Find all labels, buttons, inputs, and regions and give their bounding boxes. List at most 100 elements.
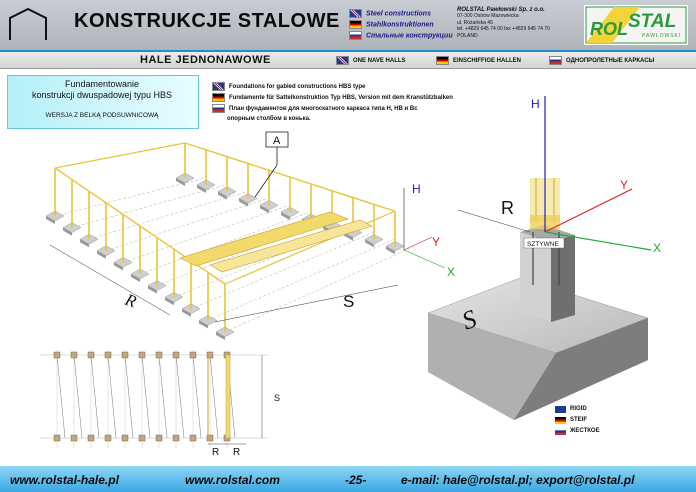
foundation-pad-side: [216, 332, 225, 340]
foundation-pad-side: [281, 212, 290, 221]
plan-foundation: [87, 351, 95, 359]
plan-frame-line: [141, 354, 151, 439]
grid-line: [139, 211, 311, 275]
lang-ru-row: Стальные конструкции: [349, 31, 453, 40]
foundation-pad-side: [260, 205, 269, 214]
logo-sub: PAWŁOWSKI: [642, 33, 681, 39]
grid-line: [105, 198, 269, 251]
detail-label-r: R: [501, 198, 514, 218]
plan-foundation: [53, 434, 61, 442]
iso-label-s: S: [343, 292, 354, 311]
uk-flag-icon: [212, 82, 225, 91]
footer-bar: [0, 466, 696, 492]
logo-yellow-shape: [586, 7, 640, 43]
grid-line: [54, 177, 206, 217]
company-address-1: 07-300 Ostrów Mazowiecka: [457, 13, 519, 20]
sub-en-text: ONE NAVE HALLS: [353, 58, 406, 65]
plan-frame-line: [124, 354, 134, 439]
plan-foundation: [172, 434, 180, 442]
foundation-pad-side: [176, 178, 185, 186]
detail-dim-r: [457, 209, 531, 233]
foundation-pad-side: [148, 285, 157, 294]
iso-label-h: H: [412, 182, 421, 196]
foundation-pad-side: [199, 320, 208, 329]
plan-crane-beam: [225, 354, 231, 439]
foundation-pad-side: [46, 216, 55, 224]
grid-line: [88, 191, 248, 240]
footer-email[interactable]: e-mail: hale@rolstal.pl; export@rolstal.…: [401, 473, 635, 487]
plan-frame-line: [56, 354, 66, 439]
plan-foundation: [121, 351, 129, 359]
desc-de: Fundamente für Sattelkonstruktion Typ HB…: [212, 93, 453, 102]
legend-rigid: RIGID: [570, 406, 587, 412]
foundation-pad-side: [97, 250, 106, 259]
isometric-hall: [45, 142, 416, 340]
grid-line: [207, 239, 395, 321]
de-flag-icon: [436, 56, 449, 65]
legend-zhestkoe: ЖЕСТКОЕ: [570, 428, 600, 434]
plan-frame-line: [175, 354, 185, 439]
desc-de-text: Fundamente für Sattelkonstruktion Typ HB…: [229, 95, 453, 102]
logo-stal: STAL: [628, 11, 676, 32]
eave-beam-back: [184, 142, 396, 212]
plan-foundation: [53, 351, 61, 359]
lang-ru-text: Стальные конструкции: [366, 32, 453, 40]
grid-line: [190, 232, 374, 309]
plan-foundation: [206, 434, 214, 442]
plan-foundation: [138, 351, 146, 359]
ru-flag-icon: [349, 31, 362, 40]
lang-en-row: Steel constructions: [349, 9, 431, 18]
foundation-pad-side: [218, 191, 227, 200]
ru-flag-icon: [212, 104, 225, 113]
foundation-side: [514, 318, 648, 420]
foundation-pad-side: [114, 262, 123, 271]
company-phone: tel. +4829 645 74 00 fax +4829 645 74 70: [457, 26, 550, 33]
plan-foundation: [155, 434, 163, 442]
plan-foundation: [138, 434, 146, 442]
detail-label-x: X: [653, 241, 661, 255]
plan-foundation: [104, 434, 112, 442]
foundation-pad-side: [131, 274, 140, 282]
sub-ru-text: ОДНОПРОЛЕТНЫЕ КАРКАСЫ: [566, 58, 655, 65]
footer-link-rolstal-com[interactable]: www.rolstal.com: [185, 473, 280, 487]
page-title: KONSTRUKCJE STALOWE: [74, 10, 340, 32]
iso-y-line: [403, 236, 433, 251]
plan-frame-line: [192, 354, 202, 439]
plan-frame-line: [73, 354, 83, 439]
caption-line-1: Fundamentowanie: [64, 79, 140, 89]
plan-frame-line: [158, 354, 168, 439]
foundation-pad-side: [63, 227, 72, 236]
foundation-pad-side: [182, 308, 191, 317]
grid-line: [173, 225, 353, 298]
legend: [555, 406, 566, 435]
iso-label-r: R: [122, 290, 140, 312]
foundation-pad-side: [165, 297, 174, 306]
desc-ru: План фундаментов для многоскатного карка…: [212, 104, 418, 113]
ru-flag-icon: [549, 56, 562, 65]
plan-foundation: [70, 351, 78, 359]
desc-en-text: Foundations for gabled constructions HBS…: [229, 84, 366, 91]
socket-side: [551, 235, 575, 322]
legend-uk-flag-icon: [555, 406, 566, 413]
company-address-2: ul. Różańska 45: [457, 19, 493, 26]
crane-bridge: [209, 219, 373, 273]
lang-de-row: Stahlkonstruktionen: [349, 20, 434, 29]
iso-label-y: Y: [432, 235, 440, 249]
company-name: ROLSTAL Pawłowski Sp. z o.o.: [457, 7, 545, 13]
page-number: -25-: [345, 473, 367, 487]
uk-flag-icon: [349, 9, 362, 18]
de-flag-icon: [212, 93, 225, 102]
sub-de-text: EINSCHIFFIGE HALLEN: [453, 58, 522, 65]
iso-x-line: [403, 249, 446, 269]
company-country: POLAND: [457, 32, 478, 39]
foundation-pad-side: [239, 198, 248, 207]
footer-link-rolstal-hale[interactable]: www.rolstal-hale.pl: [10, 473, 119, 487]
plan-foundation: [87, 434, 95, 442]
foundation-pad-side: [365, 239, 374, 248]
foundation-pad-side: [344, 232, 353, 241]
plan-foundation: [189, 351, 197, 359]
caption-line-2: konstrukcji dwuspadowej typu HBS: [31, 90, 173, 100]
plan-view: [40, 350, 268, 448]
drawing-canvas: A H Y X R S H Y X R S: [40, 96, 661, 458]
section-title: HALE JEDNONAWOWE: [140, 54, 271, 66]
